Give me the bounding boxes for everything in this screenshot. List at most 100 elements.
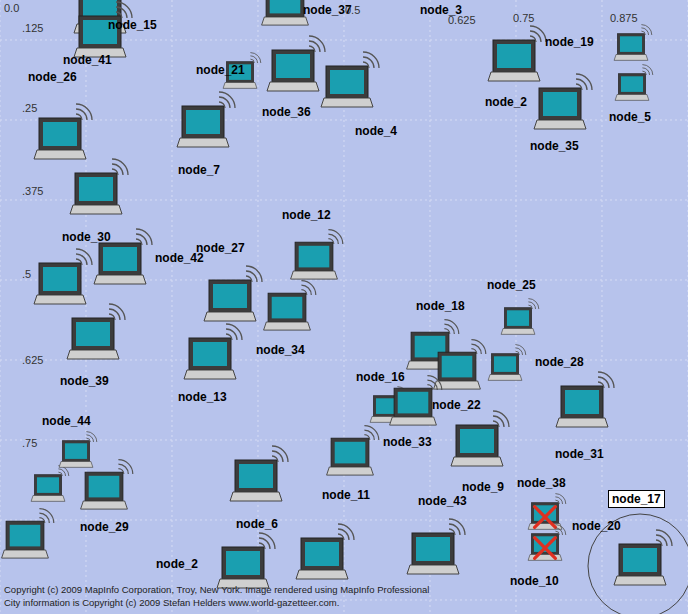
node-name: node_22 (432, 398, 481, 412)
node-name: node_17 (612, 492, 661, 506)
node-name: node_7 (178, 163, 220, 177)
laptop-icon (534, 74, 592, 129)
laptop-icon (614, 530, 672, 585)
laptop-icon (488, 345, 526, 381)
node-name: node_31 (555, 447, 604, 461)
laptop-icon (81, 460, 133, 510)
node-name: node_33 (383, 435, 432, 449)
node-label: node_9 (462, 480, 504, 494)
node-label: node_7 (178, 163, 220, 177)
laptop-icon (528, 494, 566, 530)
laptop-icon (264, 281, 316, 331)
laptop-icon (34, 249, 92, 304)
laptop-icon (321, 52, 379, 107)
node-label: node_29 (80, 520, 129, 534)
node-name: node_43 (418, 494, 467, 508)
laptop-icon (291, 230, 343, 280)
axis-tick: 0.0 (4, 2, 19, 14)
laptop-icon (296, 524, 354, 579)
node-name: node_6 (236, 517, 278, 531)
node-label: node_28 (535, 355, 584, 369)
laptop-icon (615, 65, 653, 101)
laptop-icon (67, 304, 125, 359)
node-name: node_2 (485, 95, 527, 109)
laptop-icon (327, 426, 379, 476)
axis-tick: .625 (22, 354, 43, 366)
laptop-icon (528, 525, 566, 561)
node-name: node_2 (156, 557, 198, 571)
grid-line (0, 0, 1, 614)
laptop-icon (204, 266, 262, 321)
laptop-icon (230, 446, 288, 501)
node-label: node_13 (178, 390, 227, 404)
node-label: node_19 (545, 35, 594, 49)
node-label: node_12 (282, 208, 331, 222)
node-name: node_28 (535, 355, 584, 369)
laptop-icon (488, 26, 546, 81)
node-name: node_16 (356, 370, 405, 384)
laptop-icon (2, 509, 54, 558)
node-label: node_25 (487, 278, 536, 292)
laptop-icon (59, 432, 97, 468)
node-label: node_2 (156, 557, 198, 571)
node-name: node_29 (80, 520, 129, 534)
node-name: node_12 (282, 208, 331, 222)
node-label: node_44 (42, 414, 91, 428)
node-label: node_41 (63, 53, 112, 67)
axis-tick: .5 (22, 268, 31, 280)
grid-line (0, 360, 688, 361)
node-name: node_37 (303, 3, 352, 17)
axis-tick: 0.875 (610, 12, 638, 24)
node-label: node_37 (303, 3, 352, 17)
node-name: node_21 (196, 63, 245, 77)
node-label: node_33 (383, 435, 432, 449)
node-label: node_39 (60, 374, 109, 388)
node-label: node_36 (262, 105, 311, 119)
laptop-icon (556, 372, 614, 427)
axis-tick: 0.625 (448, 14, 476, 26)
node-label: node_21 (196, 63, 245, 77)
laptop-icon (267, 36, 325, 91)
node-label: node_15 (108, 18, 157, 32)
node-name: node_13 (178, 390, 227, 404)
laptop-icon (434, 340, 486, 390)
node-name: node_38 (517, 476, 566, 490)
node-name: node_44 (42, 414, 91, 428)
grid-line (172, 0, 173, 614)
node-name: node_18 (416, 299, 465, 313)
laptop-icon (34, 104, 92, 159)
node-name: node_35 (530, 139, 579, 153)
axis-tick: .125 (22, 22, 43, 34)
laptop-icon (70, 159, 128, 214)
node-label: node_6 (236, 517, 278, 531)
node-label: node_5 (609, 110, 651, 124)
laptop-icon (614, 25, 652, 61)
laptop-icon (177, 92, 235, 147)
axis-tick: 0.5 (345, 4, 360, 16)
laptop-icon (501, 299, 539, 335)
axis-tick: 0.75 (513, 12, 534, 24)
node-label: node_43 (418, 494, 467, 508)
laptop-icon (31, 466, 69, 502)
node-name: node_41 (63, 53, 112, 67)
node-name: node_42 (155, 251, 204, 265)
node-label: node_30 (62, 230, 111, 244)
laptop-icon (217, 533, 275, 588)
node-name: node_10 (510, 574, 559, 588)
node-name: node_20 (572, 519, 621, 533)
node-label: node_34 (256, 343, 305, 357)
laptop-icon (451, 411, 509, 466)
node-label: node_31 (555, 447, 604, 461)
copyright-note: City information is Copyright (c) 2009 S… (4, 597, 339, 608)
laptop-icon (407, 519, 465, 574)
node-label: node_4 (355, 124, 397, 138)
copyright-note: Copyright (c) 2009 MapInfo Corporation, … (4, 584, 429, 595)
node-name: node_19 (545, 35, 594, 49)
node-label: node_2 (485, 95, 527, 109)
node-label: node_17 (608, 490, 665, 508)
node-label: node_42 (155, 251, 204, 265)
node-label: node_16 (356, 370, 405, 384)
axis-tick: .25 (22, 102, 37, 114)
node-name: node_36 (262, 105, 311, 119)
node-label: node_22 (432, 398, 481, 412)
